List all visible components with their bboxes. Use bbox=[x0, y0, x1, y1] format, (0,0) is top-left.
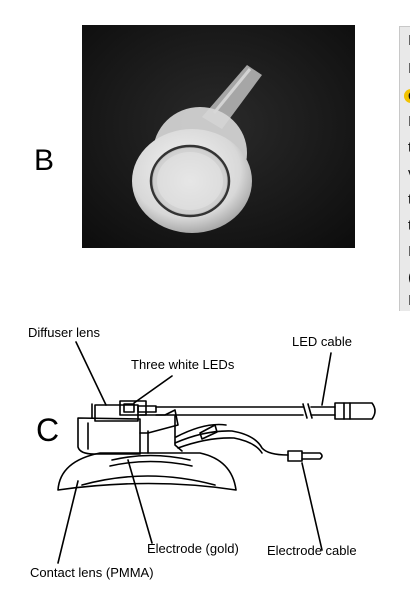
leader-electrode-gold bbox=[127, 459, 153, 544]
callout-electrode-gold: Electrode (gold) bbox=[147, 541, 239, 556]
schematic-drawing bbox=[57, 341, 376, 564]
contact-lens-shape bbox=[57, 452, 237, 491]
electrode-cable-lower bbox=[174, 430, 289, 456]
led-block bbox=[119, 400, 147, 416]
panel-letter-b: B bbox=[34, 144, 55, 177]
sidebar-line: t bbox=[408, 140, 410, 155]
device-schematic: Diffuser lens Three white LEDs LED cable… bbox=[0, 255, 410, 584]
sidebar-line: c bbox=[408, 88, 410, 103]
sidebar-line: t bbox=[408, 218, 410, 233]
leader-diffuser bbox=[75, 341, 107, 406]
leader-electrode-cable bbox=[301, 462, 323, 551]
sidebar-line: I bbox=[408, 114, 410, 129]
led-connector bbox=[334, 402, 376, 420]
diffuser-lens-shape bbox=[94, 404, 139, 422]
leader-leds bbox=[133, 375, 173, 404]
callout-led-cable: LED cable bbox=[292, 334, 352, 349]
sidebar-line: v bbox=[408, 166, 410, 181]
callout-contact-lens: Contact lens (PMMA) bbox=[30, 565, 154, 580]
leader-led-cable bbox=[321, 352, 332, 406]
highlight-marker bbox=[404, 89, 410, 103]
callout-electrode-cable: Electrode cable bbox=[267, 543, 357, 558]
led-cable bbox=[155, 406, 304, 416]
panel-letter-c: C bbox=[36, 412, 60, 448]
electrode-plug bbox=[287, 450, 303, 462]
device-photo bbox=[82, 25, 355, 248]
sidebar-line: I bbox=[408, 244, 410, 259]
sidebar-line: t bbox=[408, 192, 410, 207]
sidebar-line: ( bbox=[408, 270, 410, 285]
led-housing bbox=[77, 417, 141, 455]
sidebar-line: I bbox=[408, 61, 410, 76]
callout-three-white-leds: Three white LEDs bbox=[131, 357, 235, 372]
cropped-text-box: I I c I t v t t I ( I bbox=[399, 26, 410, 311]
sidebar-line: I bbox=[408, 293, 410, 308]
sidebar-line: I bbox=[408, 33, 410, 48]
electrode-ring bbox=[111, 454, 191, 461]
callout-diffuser-lens: Diffuser lens bbox=[28, 325, 101, 340]
leader-contact-lens bbox=[57, 480, 79, 564]
